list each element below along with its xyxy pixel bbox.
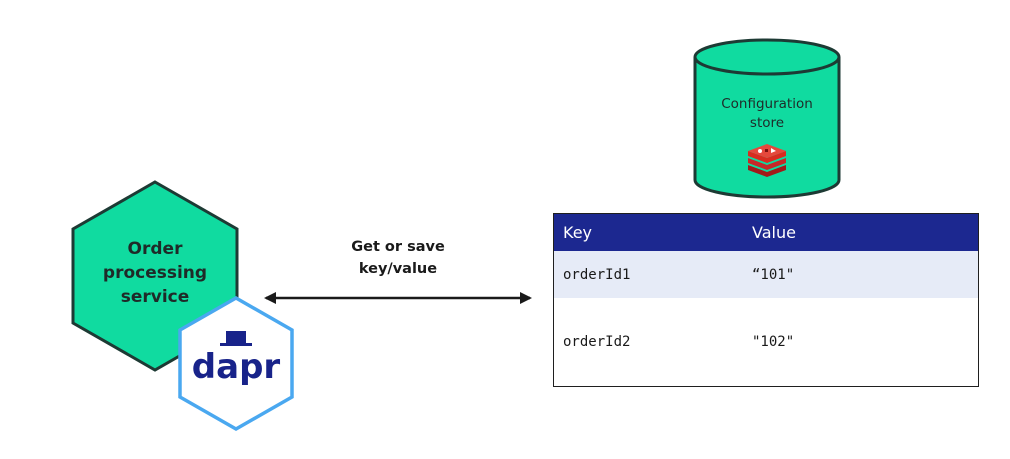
table-cell-value: “101" — [752, 266, 795, 283]
redis-icon — [748, 144, 786, 177]
arrow-label-line-1: Get or save — [351, 239, 445, 255]
store-cylinder-body — [693, 57, 841, 199]
table-cell-key: orderId1 — [563, 266, 631, 283]
table-header-value: Value — [752, 223, 796, 242]
table-row: orderId2 "102" — [554, 298, 978, 386]
service-title-line-3: service — [121, 287, 190, 307]
store-label-line-1: Configuration — [721, 96, 813, 112]
dapr-sidecar-node: dapr — [178, 295, 294, 432]
service-title-line-2: processing — [103, 263, 207, 283]
table-cell-value: "102" — [752, 334, 795, 350]
table-row: orderId1 “101" — [554, 251, 978, 298]
dapr-logo-text: dapr — [192, 347, 281, 387]
arrow-label: Get or save key/value — [320, 236, 476, 280]
service-title-line-1: Order — [128, 239, 184, 259]
key-value-table: Key Value orderId1 “101" orderId2 "102" — [553, 213, 979, 387]
store-label-line-2: store — [750, 115, 784, 131]
configuration-store-node: Configuration store — [693, 38, 841, 199]
table-header-row: Key Value — [554, 214, 978, 251]
store-cylinder-top — [693, 38, 841, 76]
arrow-label-line-2: key/value — [358, 261, 438, 277]
table-cell-key: orderId2 — [563, 334, 631, 350]
dapr-hat-icon — [220, 331, 252, 346]
table-header-key: Key — [563, 223, 593, 242]
dapr-hexagon — [178, 295, 294, 432]
